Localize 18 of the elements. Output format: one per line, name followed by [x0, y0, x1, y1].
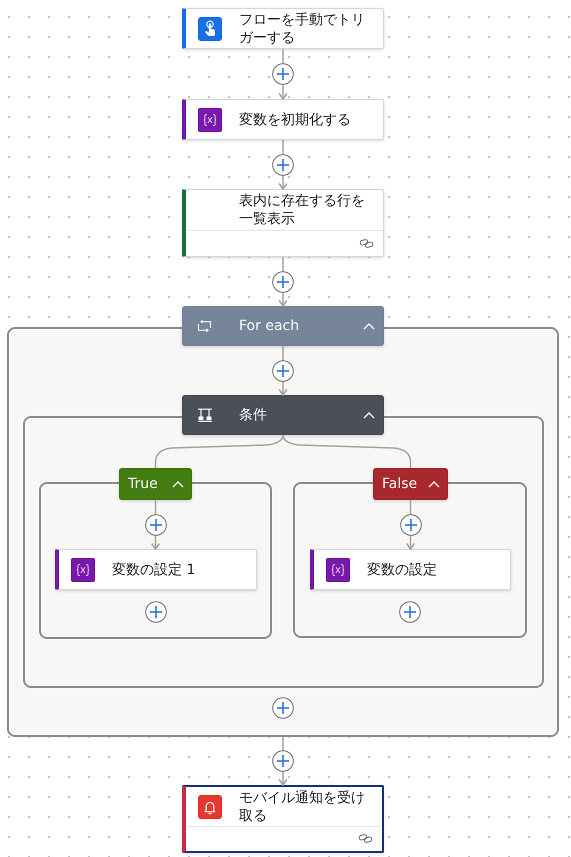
action-card [182, 99, 384, 140]
connector-line [154, 434, 284, 468]
action-card [182, 189, 384, 257]
step-title: 表内に存在する行を一覧表示 [239, 192, 366, 228]
step-title: 変数の設定 1 [112, 561, 196, 579]
step-title: モバイル通知を受け取る [239, 788, 366, 824]
action-card [182, 8, 384, 49]
action-card [182, 785, 384, 853]
scope-title: False [382, 475, 418, 493]
scope-title: 条件 [239, 406, 267, 424]
step-title: 変数の設定 [367, 561, 437, 579]
step-title: フローを手動でトリガーする [239, 11, 366, 47]
connector-line [282, 434, 412, 468]
scope-title: True [128, 475, 158, 493]
action-card [310, 549, 511, 590]
step-title: 変数を初期化する [239, 111, 351, 129]
scope-title: For each [239, 317, 300, 335]
action-card [55, 549, 257, 590]
